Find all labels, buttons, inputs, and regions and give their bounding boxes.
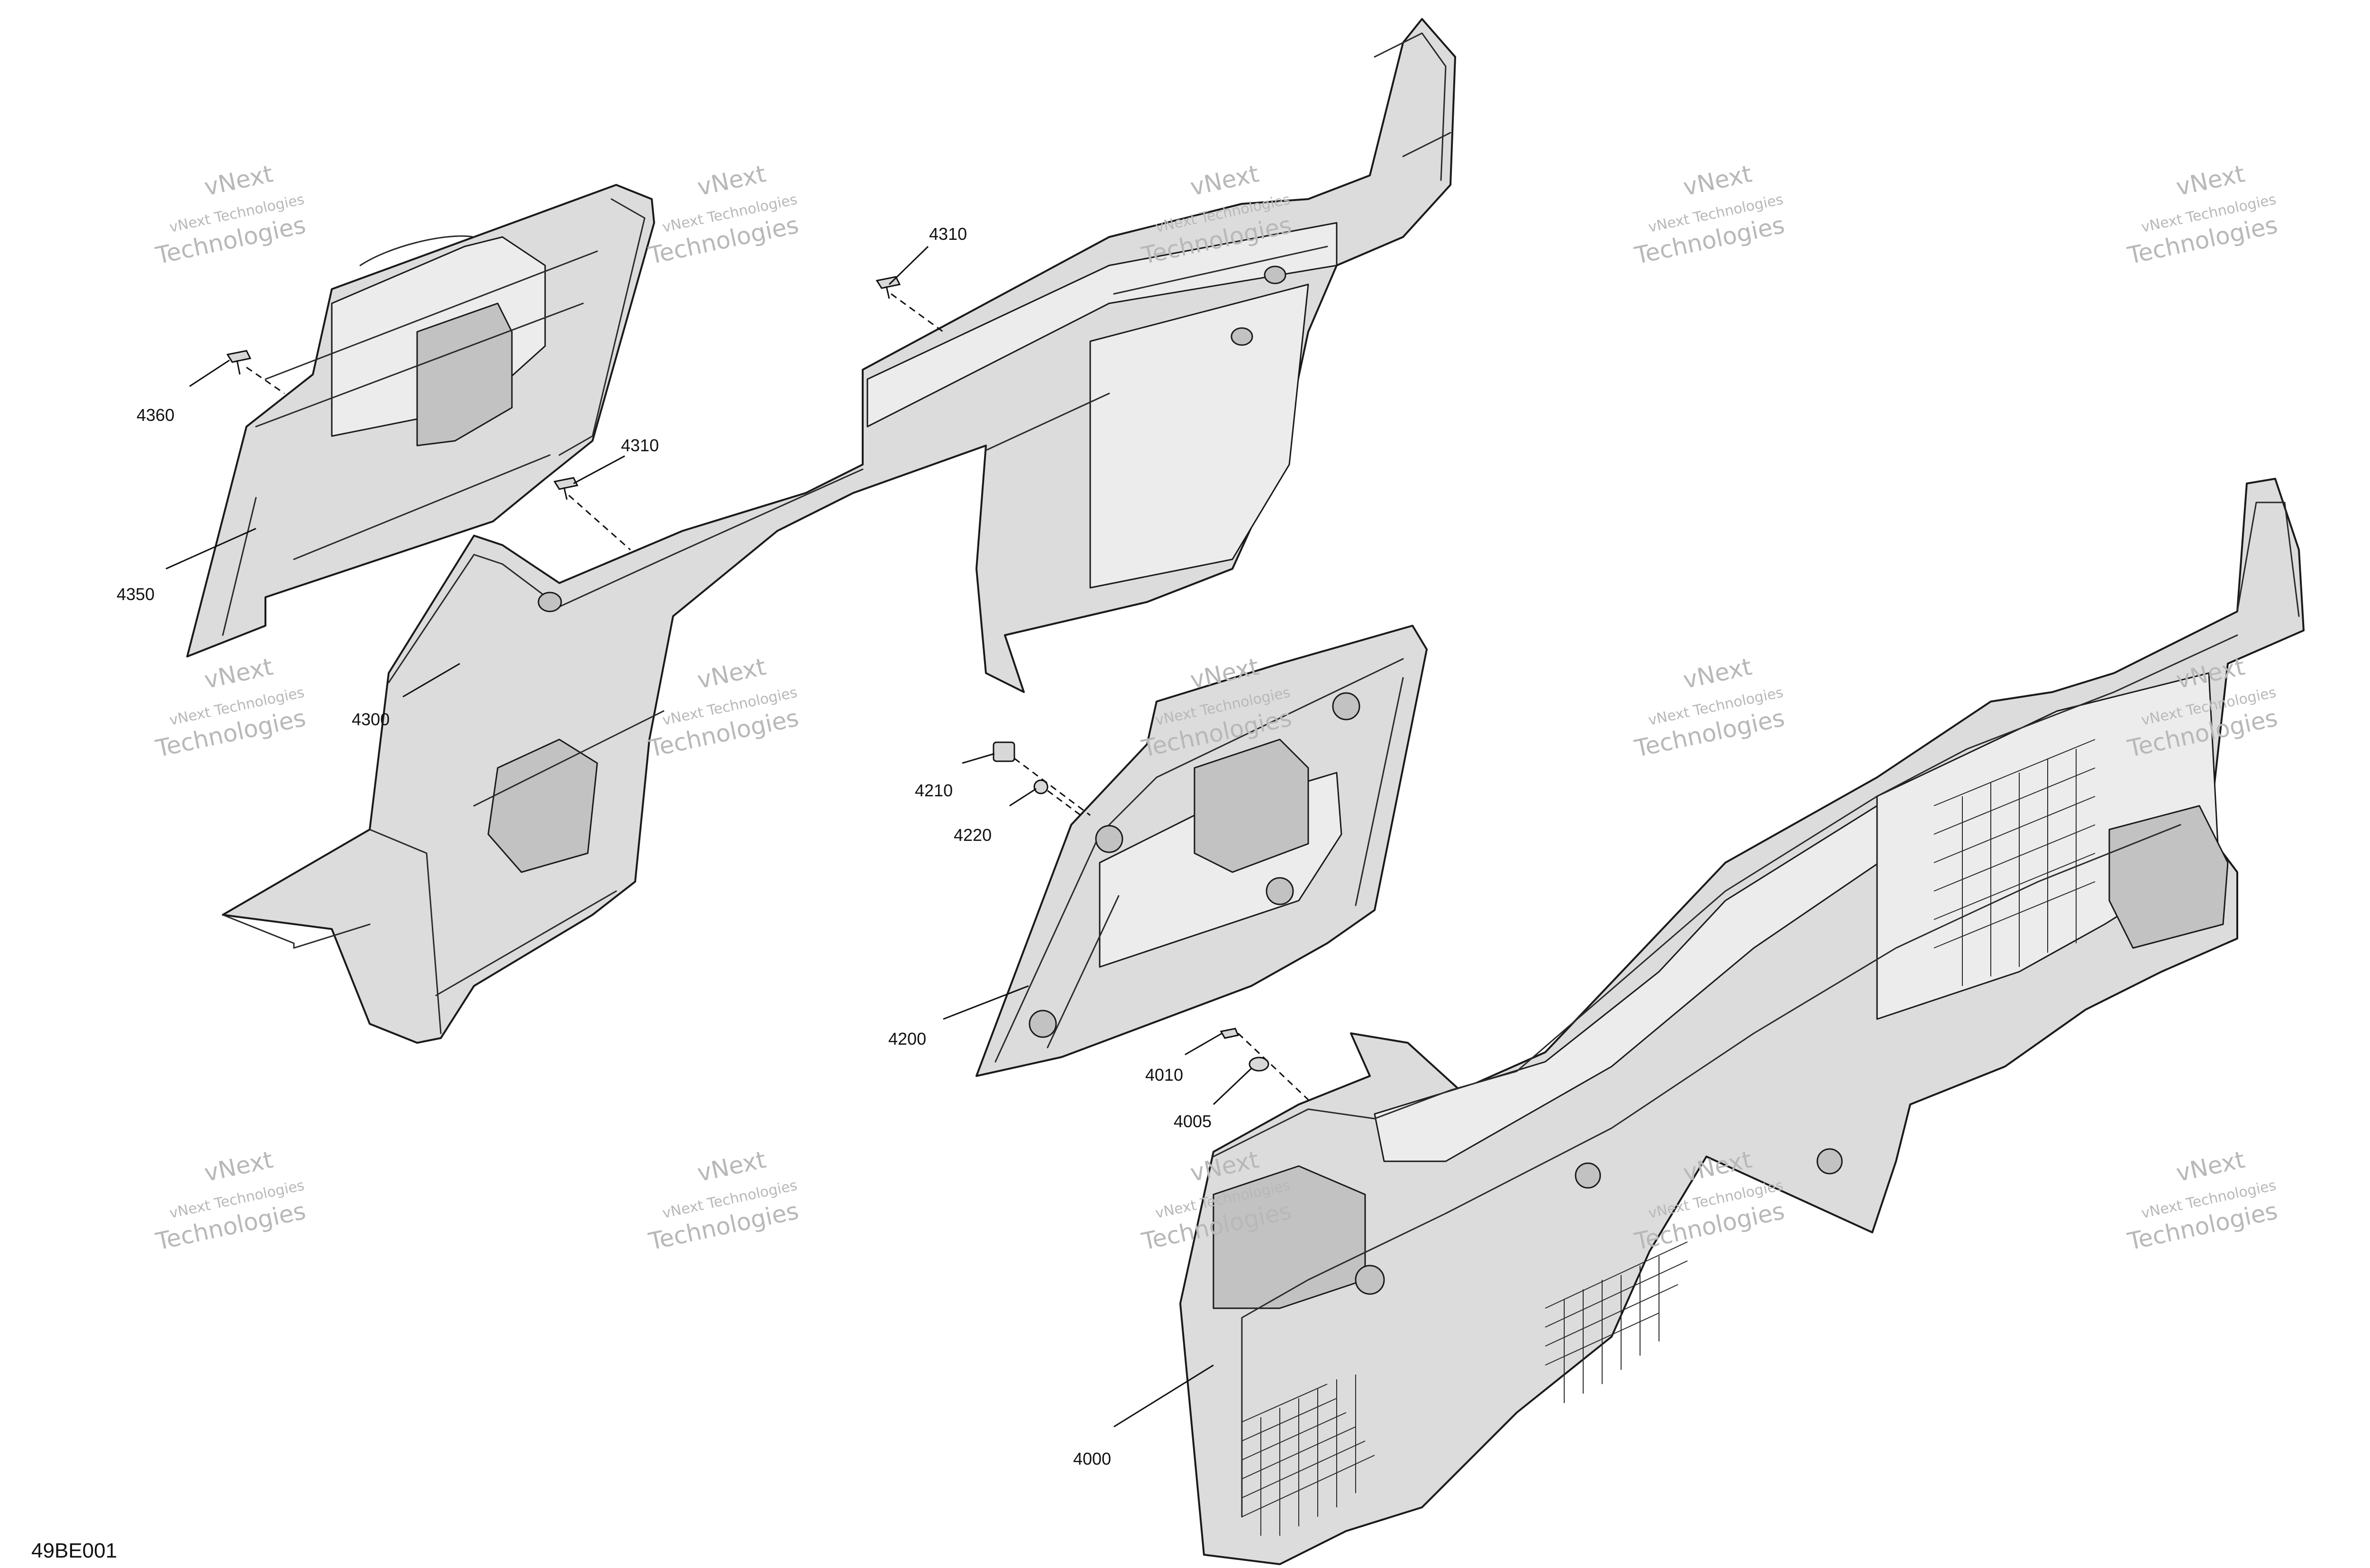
callout-4010: 4010 bbox=[1145, 1065, 1183, 1085]
fastener-4210 bbox=[993, 741, 1015, 762]
callout-4000: 4000 bbox=[1073, 1449, 1111, 1468]
part-4300-panel bbox=[222, 18, 1456, 1044]
callout-4220: 4220 bbox=[954, 825, 992, 845]
figure-id: 49BE001 bbox=[31, 1539, 117, 1562]
callout-4200: 4200 bbox=[888, 1029, 926, 1048]
fastener-4010 bbox=[1220, 1028, 1240, 1039]
callout-4310-lower: 4310 bbox=[621, 436, 659, 455]
callout-4350: 4350 bbox=[117, 584, 155, 604]
callout-labels: 4360 4310 4310 4350 4300 4210 4220 4200 … bbox=[31, 224, 1212, 1562]
assembly-lines bbox=[246, 293, 1309, 1101]
callout-4360: 4360 bbox=[137, 405, 174, 425]
frame-grid-center bbox=[1545, 1241, 1688, 1403]
part-4000-frame bbox=[1179, 478, 2305, 1565]
callout-4310-upper: 4310 bbox=[929, 224, 967, 244]
frame-grid-left bbox=[1241, 1375, 1375, 1536]
callout-4210: 4210 bbox=[915, 781, 953, 800]
leader-lines bbox=[165, 246, 1252, 1428]
part-4350-panel bbox=[186, 184, 655, 657]
fastener-4220 bbox=[1033, 779, 1048, 794]
part-4200-panel bbox=[975, 625, 1428, 1077]
callout-4005: 4005 bbox=[1174, 1112, 1212, 1131]
fastener-4310-lower bbox=[553, 477, 579, 500]
frame-grid-right bbox=[1933, 739, 2096, 986]
washer-4005 bbox=[1249, 1057, 1269, 1072]
fastener-4360 bbox=[226, 350, 252, 375]
callout-4300: 4300 bbox=[352, 710, 390, 729]
